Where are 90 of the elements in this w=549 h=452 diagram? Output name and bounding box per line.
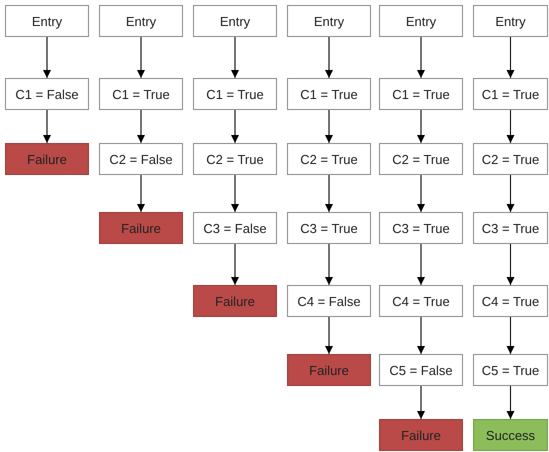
- arrow: [137, 36, 145, 78]
- arrow: [417, 110, 425, 144]
- step-box: [99, 78, 183, 110]
- arrow: [506, 386, 514, 420]
- node-label: Entry: [314, 14, 344, 28]
- node-label: C4 = True: [392, 294, 450, 308]
- node-label: C3 = True: [300, 220, 358, 236]
- node-label: Entry: [220, 14, 250, 28]
- outcome-box: [193, 285, 277, 317]
- step-box: [379, 78, 463, 110]
- step-box: [473, 143, 548, 175]
- node-label: Success: [486, 428, 536, 442]
- arrow: [506, 174, 514, 212]
- arrow: [43, 110, 51, 144]
- node-label: Entry: [32, 14, 62, 28]
- node-label: C2 = False: [109, 152, 173, 166]
- arrow: [417, 244, 425, 286]
- step-box: [5, 78, 89, 110]
- step-box: [379, 285, 463, 317]
- step-box: [287, 143, 371, 175]
- step-box: [379, 354, 463, 386]
- arrow: [506, 244, 514, 286]
- arrow: [506, 36, 514, 78]
- node-label: C1 = True: [300, 86, 358, 102]
- arrow: [231, 36, 239, 78]
- node-label: C2 = True: [482, 152, 540, 166]
- arrow: [325, 36, 333, 78]
- node-label: C1 = True: [112, 86, 170, 102]
- outcome-box: [473, 419, 548, 451]
- step-box: [473, 285, 548, 317]
- arrow: [417, 386, 425, 420]
- node-label: Failure: [27, 152, 67, 166]
- arrow: [137, 174, 145, 212]
- node-label: Failure: [309, 362, 349, 378]
- node-label: Entry: [406, 14, 436, 28]
- step-box: [193, 143, 277, 175]
- arrow: [231, 110, 239, 144]
- arrow: [43, 36, 51, 78]
- node-label: C3 = True: [392, 220, 450, 236]
- node-label: C2 = True: [206, 152, 264, 166]
- node-label: C2 = True: [392, 152, 450, 166]
- outcome-box: [379, 419, 463, 451]
- arrow: [506, 110, 514, 144]
- arrow: [231, 174, 239, 212]
- node-label: C1 = False: [15, 86, 79, 102]
- node-label: Entry: [495, 14, 526, 28]
- outcome-box: [5, 143, 89, 175]
- step-box: [287, 5, 371, 37]
- node-label: Failure: [401, 428, 441, 442]
- node-label: C4 = True: [482, 294, 540, 308]
- step-box: [473, 78, 548, 110]
- step-box: [379, 212, 463, 244]
- node-label: C5 = False: [389, 362, 453, 378]
- node-label: Entry: [126, 14, 156, 28]
- node-label: Failure: [121, 220, 161, 236]
- step-box: [473, 354, 548, 386]
- node-label: C4 = False: [297, 294, 361, 308]
- arrow: [417, 316, 425, 354]
- arrow: [417, 174, 425, 212]
- node-label: C2 = True: [300, 152, 358, 166]
- node-label: C5 = True: [482, 362, 540, 378]
- outcome-box: [287, 354, 371, 386]
- arrow: [506, 316, 514, 354]
- step-box: [473, 5, 548, 37]
- arrow: [137, 110, 145, 144]
- step-box: [193, 212, 277, 244]
- step-box: [287, 285, 371, 317]
- step-box: [99, 5, 183, 37]
- step-box: [287, 212, 371, 244]
- step-box: [5, 5, 89, 37]
- node-label: C1 = True: [392, 86, 450, 102]
- step-box: [193, 78, 277, 110]
- node-label: C1 = True: [206, 86, 264, 102]
- arrow: [325, 110, 333, 144]
- arrow: [325, 174, 333, 212]
- arrow: [325, 244, 333, 286]
- arrow: [325, 316, 333, 354]
- step-box: [287, 78, 371, 110]
- outcome-box: [99, 212, 183, 244]
- step-box: [379, 5, 463, 37]
- step-box: [193, 5, 277, 37]
- arrow: [231, 244, 239, 286]
- arrow: [417, 36, 425, 78]
- step-box: [379, 143, 463, 175]
- node-label: Failure: [215, 294, 255, 308]
- node-label: C3 = False: [203, 220, 267, 236]
- node-label: C1 = True: [482, 86, 540, 102]
- node-label: C3 = True: [482, 220, 540, 236]
- step-box: [473, 212, 548, 244]
- step-box: [99, 143, 183, 175]
